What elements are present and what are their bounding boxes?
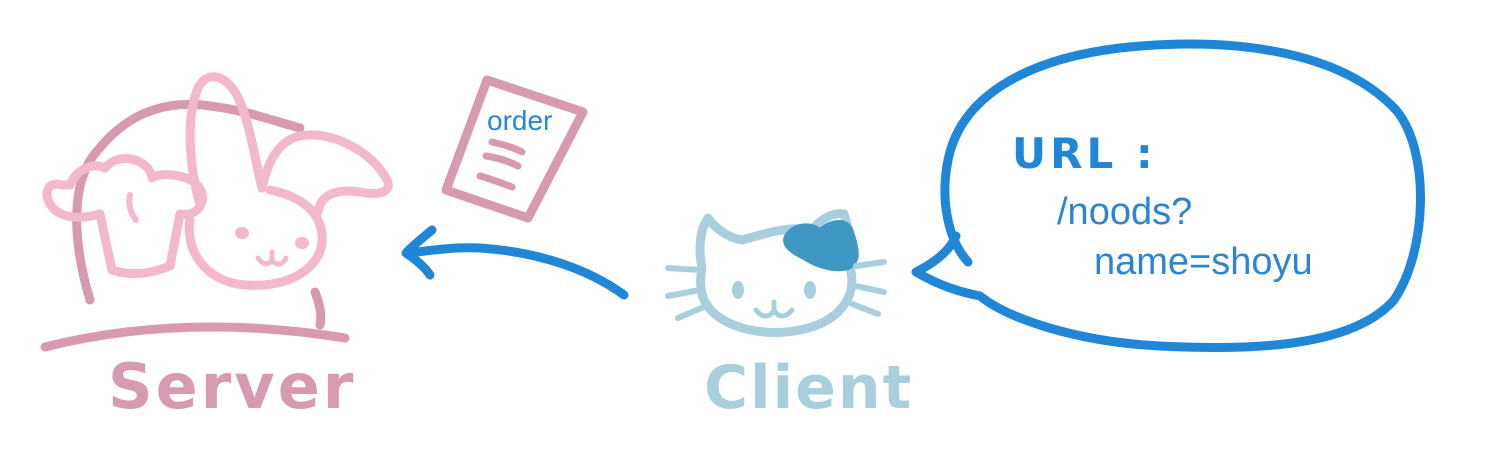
arrow-left-icon [401, 225, 629, 300]
order-ticket-icon [441, 75, 588, 223]
cat-icon [665, 209, 887, 337]
url-query: name=shoyu [1094, 241, 1313, 283]
url-path: /noods? [1057, 191, 1192, 233]
client-label: Client [704, 353, 913, 423]
url-label: URL : [1012, 129, 1157, 178]
server-label: Server [108, 350, 356, 423]
order-label: order [487, 105, 552, 136]
bunny-chef-icon [40, 72, 393, 352]
speech-bubble-icon [911, 39, 1425, 353]
